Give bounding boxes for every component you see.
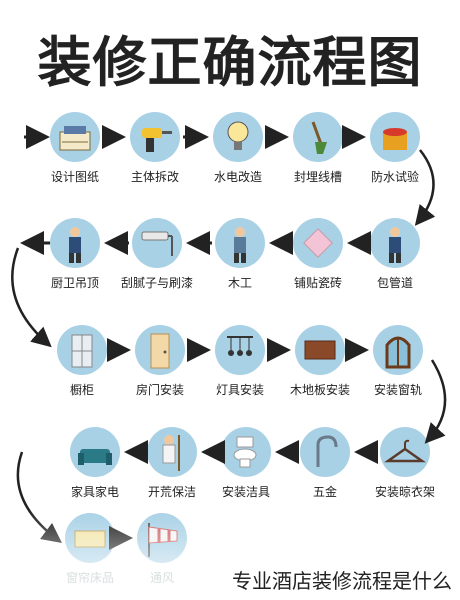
step-label: 木地板安装	[289, 383, 350, 397]
step-label: 封埋线槽	[293, 170, 342, 184]
step-label: 防水试验	[370, 170, 419, 184]
step-label: 安装晾衣架	[374, 485, 435, 499]
step-node	[300, 427, 350, 477]
step-label: 厨卫吊顶	[50, 276, 99, 290]
step-node	[215, 218, 265, 268]
step-label: 设计图纸	[50, 170, 99, 184]
step-node	[130, 112, 180, 162]
step-node	[370, 112, 420, 162]
page-title: 装修正确流程图	[37, 31, 423, 94]
step-node	[70, 427, 120, 477]
step-node	[57, 325, 107, 375]
step-node	[215, 325, 265, 375]
step-label: 木工	[227, 276, 252, 290]
step-label: 家具家电	[70, 485, 119, 499]
step-label: 安装窗轨	[373, 383, 422, 397]
step-label: 橱柜	[69, 383, 94, 397]
step-label: 开荒保洁	[147, 485, 196, 499]
step-node	[293, 112, 343, 162]
step-label: 铺贴瓷砖	[293, 276, 342, 290]
step-node	[221, 427, 271, 477]
step-label: 包管道	[376, 276, 413, 290]
step-node	[295, 325, 345, 375]
fade-overlay	[0, 510, 200, 600]
watermark-caption: 专业酒店装修流程是什么	[230, 565, 454, 594]
step-node	[293, 218, 343, 268]
step-label: 房门安装	[135, 383, 184, 397]
step-node	[135, 325, 185, 375]
step-label: 安装洁具	[221, 485, 270, 499]
step-node	[380, 427, 430, 477]
step-label: 水电改造	[213, 170, 262, 184]
step-label: 灯具安装	[215, 383, 264, 397]
step-node	[132, 218, 182, 268]
row-turn-arrow	[11, 247, 52, 348]
step-node	[373, 325, 423, 375]
step-label: 刮腻子与刷漆	[120, 276, 193, 290]
step-node	[147, 427, 197, 477]
step-node	[50, 218, 100, 268]
step-label: 五金	[312, 485, 337, 499]
step-label: 主体拆改	[130, 170, 179, 184]
step-node	[213, 112, 263, 162]
step-node	[50, 112, 100, 162]
row-turn-arrow	[414, 149, 436, 226]
step-node	[370, 218, 420, 268]
row-turn-arrow	[424, 359, 447, 444]
